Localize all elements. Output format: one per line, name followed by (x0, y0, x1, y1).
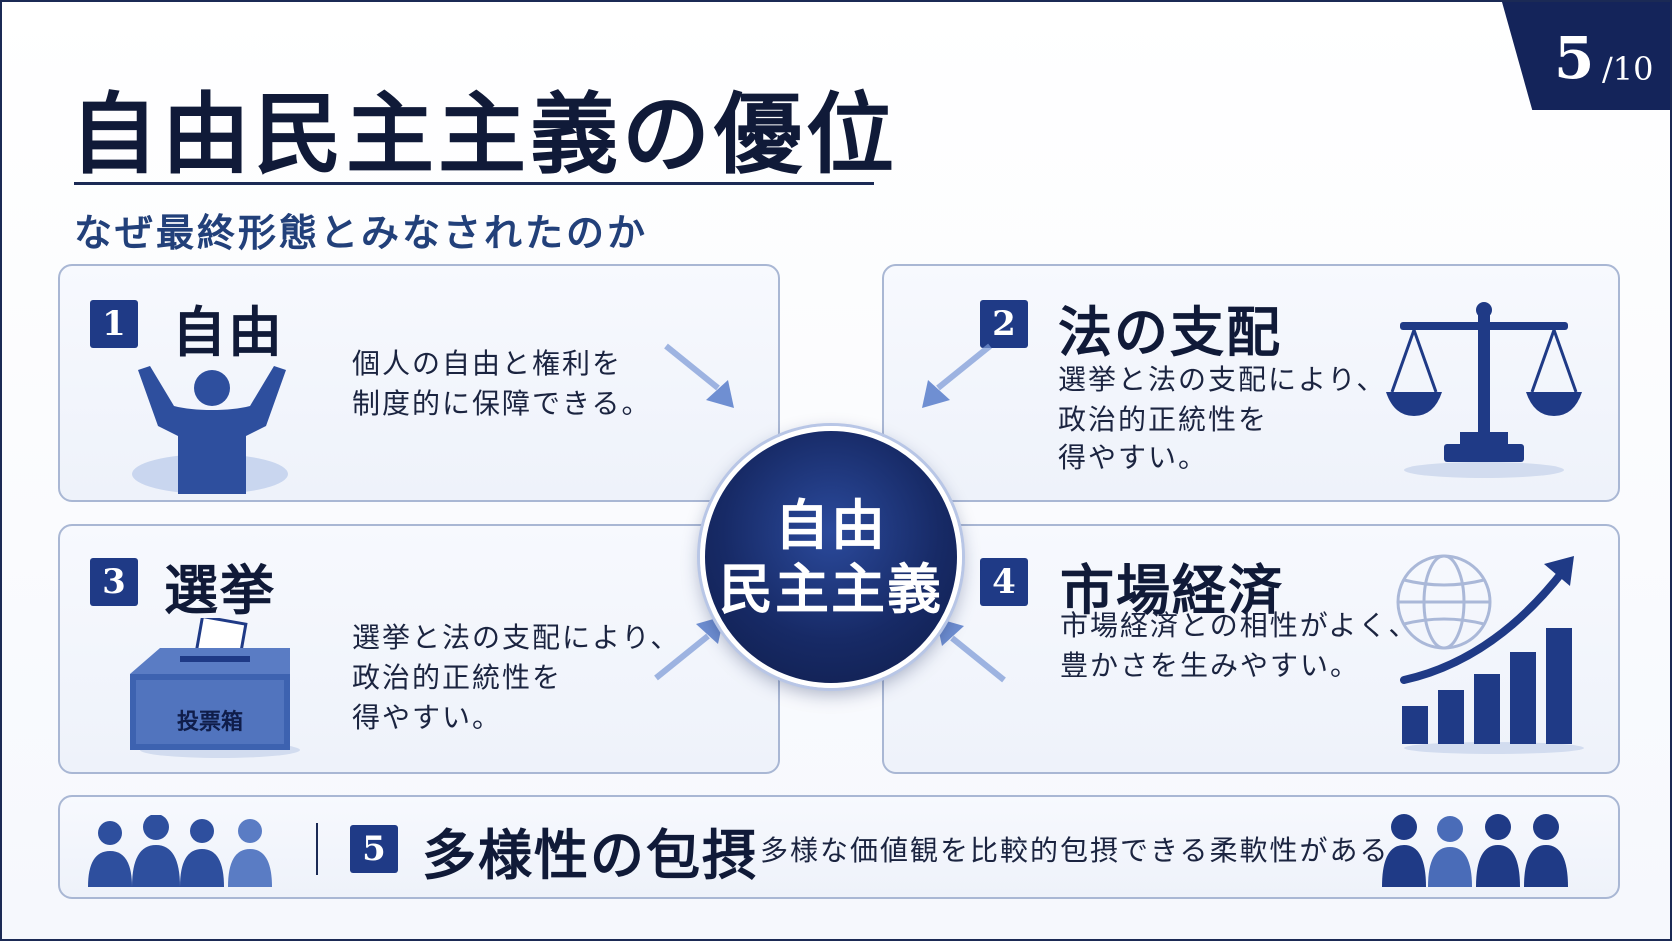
card-number: 2 (980, 300, 1028, 348)
card-desc-line2: 政治的正統性を (352, 661, 563, 694)
page-total: /10 (1602, 50, 1654, 88)
center-line2: 民主主義 (719, 557, 943, 621)
page-current: 5 (1554, 24, 1595, 92)
card-desc-line2: 政治的正統性を (1058, 403, 1269, 436)
card-title: 市場経済 (1060, 558, 1284, 622)
card-diversity: 5 多様性の包摂 多様な価値観を比較的包摂できる柔軟性がある。 (58, 795, 1620, 899)
card-desc-line1: 多様な価値観を比較的包摂できる柔軟性がある。 (760, 834, 1420, 867)
divider (316, 823, 318, 875)
card-number: 5 (350, 825, 398, 873)
page-title: 自由民主主義の優位 (70, 82, 899, 186)
scales-icon (1384, 300, 1584, 480)
card-elections: 3 選挙 投票箱 選挙と法の支配により、 政治的正統性を 得やすい。 (58, 524, 780, 774)
card-market-economy: 4 市場経済 市場経済との相性がよく、 豊かさを生みやすい。 (882, 524, 1620, 774)
page-badge: 5 /10 (1502, 2, 1670, 110)
card-desc-line1: 市場経済との相性がよく、 (1060, 609, 1419, 642)
card-desc-line1: 選挙と法の支配により、 (1058, 363, 1387, 396)
card-number: 4 (980, 558, 1028, 606)
title-underline (74, 182, 874, 185)
growth-chart-globe-icon (1394, 540, 1594, 760)
card-desc-line3: 得やすい。 (1058, 441, 1209, 474)
card-desc-line1: 選挙と法の支配により、 (352, 621, 681, 654)
card-desc-line1: 個人の自由と権利を (352, 347, 623, 380)
card-title: 自由 (172, 300, 284, 364)
card-title: 法の支配 (1058, 300, 1282, 364)
people-group-icon (88, 815, 278, 887)
center-circle: 自由 民主主義 (700, 426, 962, 688)
arrow-to-center (928, 614, 1008, 684)
card-desc-line2: 豊かさを生みやすい。 (1060, 649, 1361, 682)
center-line1: 自由 (775, 493, 887, 557)
card-desc-line3: 得やすい。 (352, 701, 503, 734)
card-rule-of-law: 2 法の支配 選挙と法の支配により、 政治的正統性を 得やすい。 (882, 264, 1620, 502)
card-title: 選挙 (164, 558, 276, 622)
card-desc-line2: 制度的に保障できる。 (352, 387, 652, 420)
card-freedom: 1 自由 個人の自由と権利を 制度的に保障できる。 (58, 264, 780, 502)
arrow-to-center (914, 342, 994, 412)
arrow-to-center (662, 342, 742, 412)
ballot-box-label: 投票箱 (176, 710, 243, 735)
card-number: 3 (90, 558, 138, 606)
card-number: 1 (90, 300, 138, 348)
ballot-box-icon: 投票箱 (130, 618, 300, 758)
card-title: 多様性の包摂 (422, 823, 758, 887)
diverse-people-icon (1382, 811, 1578, 887)
raised-arms-person-icon (130, 366, 290, 494)
page-subtitle: なぜ最終形態とみなされたのか (74, 210, 649, 255)
